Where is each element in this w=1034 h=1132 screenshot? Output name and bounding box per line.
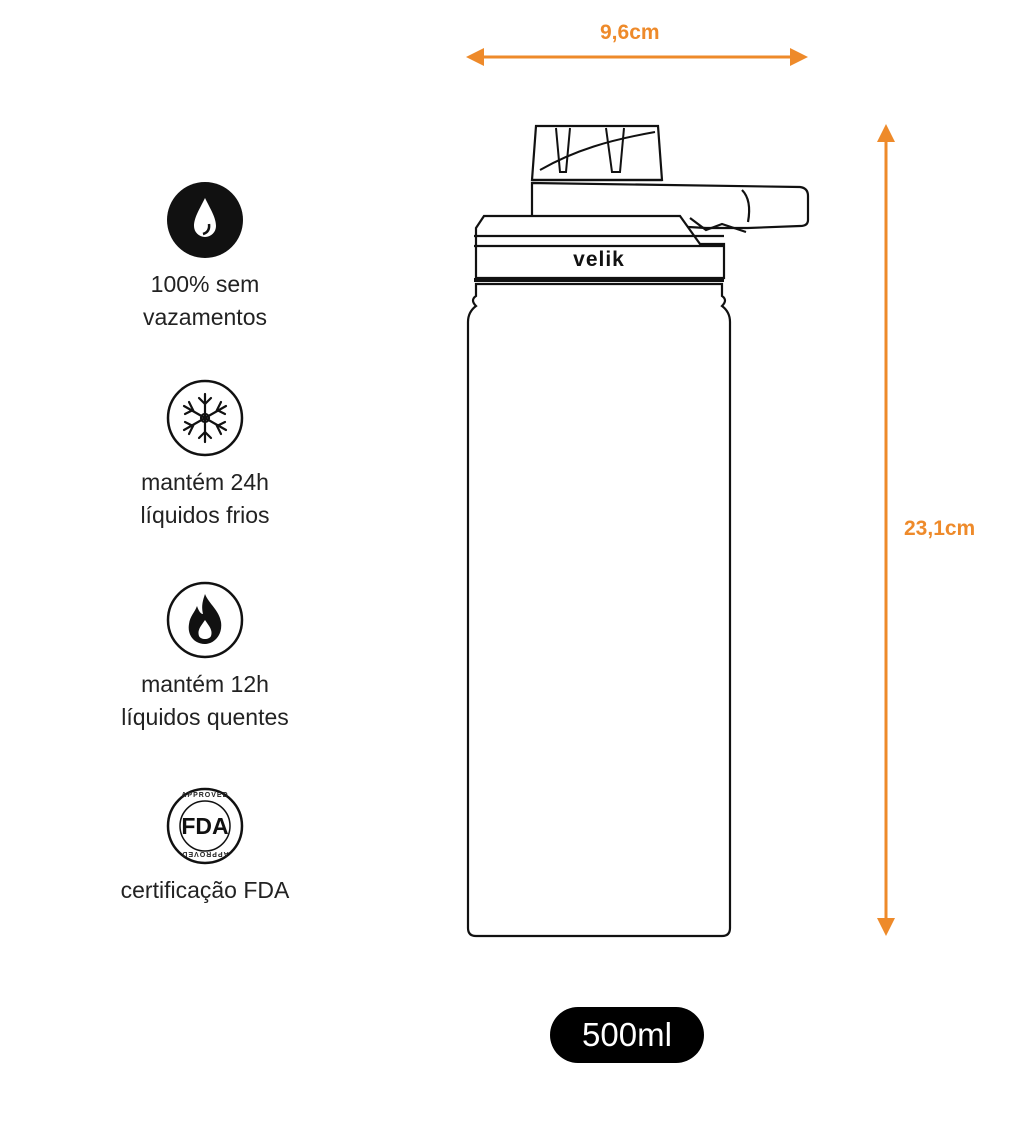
feature-hot: mantém 12h líquidos quentes <box>60 580 350 734</box>
fda-approved-icon: APPROVED FDA APPROVED <box>165 786 245 866</box>
feature-label-line1: mantém 12h <box>141 671 269 697</box>
bottle-brand-label: velik <box>573 248 625 271</box>
feature-cold: mantém 24h líquidos frios <box>60 378 350 532</box>
fda-approved-top-text: APPROVED <box>181 792 229 799</box>
fda-badge-text: FDA <box>181 813 229 839</box>
height-dimension-arrow <box>877 124 895 936</box>
width-dimension-arrow <box>466 48 808 66</box>
feature-label-line2: líquidos quentes <box>121 704 289 730</box>
feature-label-line2: vazamentos <box>142 304 267 330</box>
feature-label-line1: certificação FDA <box>120 877 290 903</box>
flame-icon <box>165 580 245 660</box>
feature-leakproof: 100% sem vazamentos <box>60 180 350 334</box>
width-label: 9,6cm <box>600 21 660 44</box>
water-drop-icon <box>165 180 245 260</box>
feature-label-line2: líquidos frios <box>140 502 270 528</box>
height-label: 23,1cm <box>904 517 976 540</box>
feature-label-line1: mantém 24h <box>141 469 269 495</box>
feature-label-line1: 100% sem <box>150 271 260 297</box>
volume-badge: 500ml <box>550 1007 704 1063</box>
feature-fda: APPROVED FDA APPROVED certificação FDA <box>60 786 350 907</box>
bottle-outline <box>466 124 810 938</box>
volume-label: 500ml <box>582 1016 672 1053</box>
fda-approved-bottom-text: APPROVED <box>181 850 229 857</box>
snowflake-icon <box>165 378 245 458</box>
